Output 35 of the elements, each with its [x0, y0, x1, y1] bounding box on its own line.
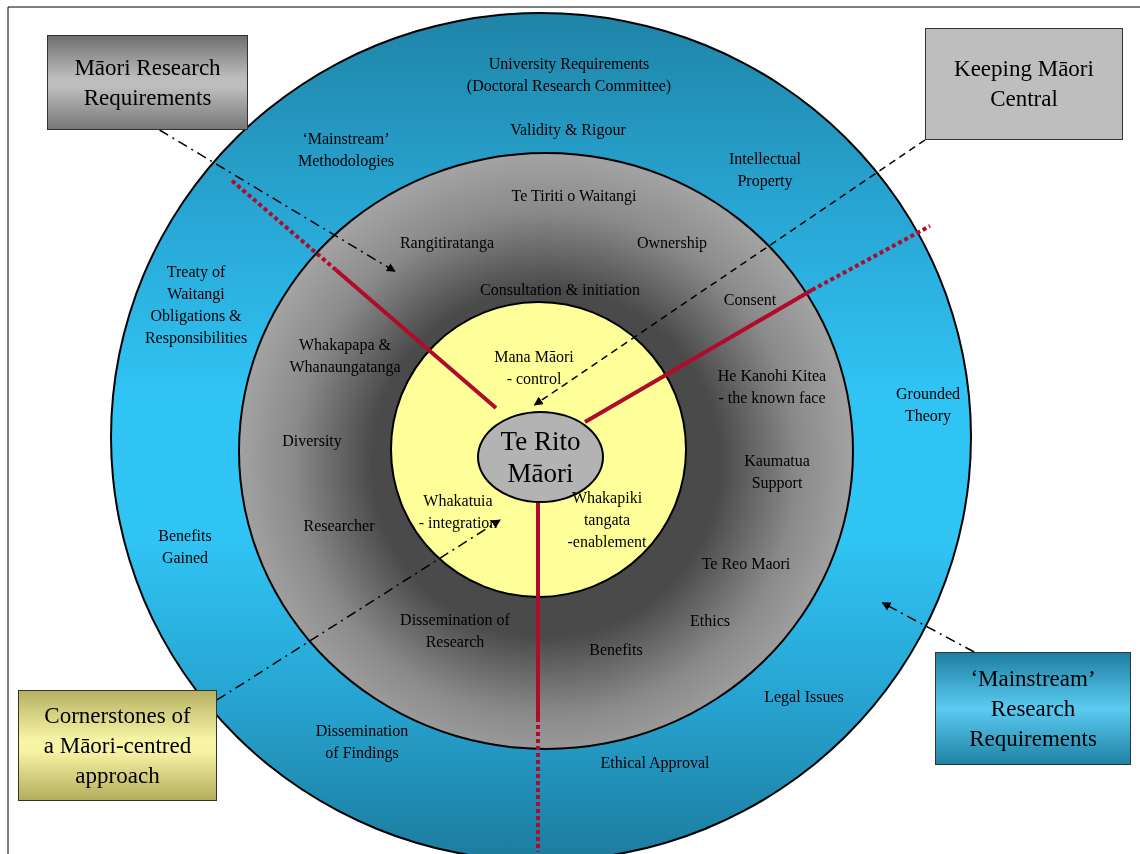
ring-label: Ownership	[636, 233, 708, 254]
ring-label: Kaumatua Support	[744, 451, 810, 494]
ring-label: Te Tiriti o Waitangi	[511, 186, 637, 207]
ring-label: Intellectual Property	[729, 149, 801, 192]
ring-label: Te Reo Maori	[701, 554, 791, 574]
ring-label: Legal Issues	[764, 687, 844, 708]
ring-label: Whakatuia - integration	[418, 491, 498, 534]
ring-label: University Requirements (Doctoral Research Committee)	[466, 54, 672, 97]
ring-label: Consent	[723, 290, 777, 310]
ring-label: ‘Mainstream’ Methodologies	[298, 129, 394, 172]
ring-label: Consultation & initiation	[480, 280, 640, 300]
callout-box: Māori Research Requirements	[47, 35, 248, 130]
ring-label: Benefits	[589, 640, 643, 660]
callout-box: Cornerstones of a Māori-centred approach	[18, 690, 217, 801]
callout-box: Keeping Māori Central	[925, 28, 1123, 140]
callout-box: ‘Mainstream’ Research Requirements	[935, 652, 1131, 765]
ring-label: Whakapiki tangata -enablement	[567, 488, 647, 552]
leader-arrow	[216, 519, 501, 701]
ring-label: Whakapapa & Whanaungatanga	[289, 335, 401, 378]
ring-label: He Kanohi Kitea - the known face	[717, 366, 827, 408]
ring-label: Researcher	[303, 516, 375, 536]
ring-label: Benefits Gained	[158, 526, 212, 568]
leader-arrow	[533, 139, 926, 406]
ring-label: Validity & Rigour	[510, 120, 626, 141]
leader-arrow	[881, 602, 975, 653]
ring-label: Dissemination of Findings	[315, 721, 409, 764]
ring-label: Rangitiratanga	[399, 233, 495, 254]
ring-label: Mana Māori - control	[494, 347, 574, 389]
ring-label: Ethical Approval	[600, 753, 710, 774]
ring-label: Diversity	[282, 431, 342, 452]
leader-arrow	[158, 129, 396, 273]
ring-label: Treaty of Waitangi Obligations & Responsibilities	[144, 262, 248, 349]
ring-label: Dissemination of Research	[400, 610, 510, 652]
ring-label: Grounded Theory	[896, 384, 960, 427]
ring-label: Ethics	[690, 611, 730, 631]
